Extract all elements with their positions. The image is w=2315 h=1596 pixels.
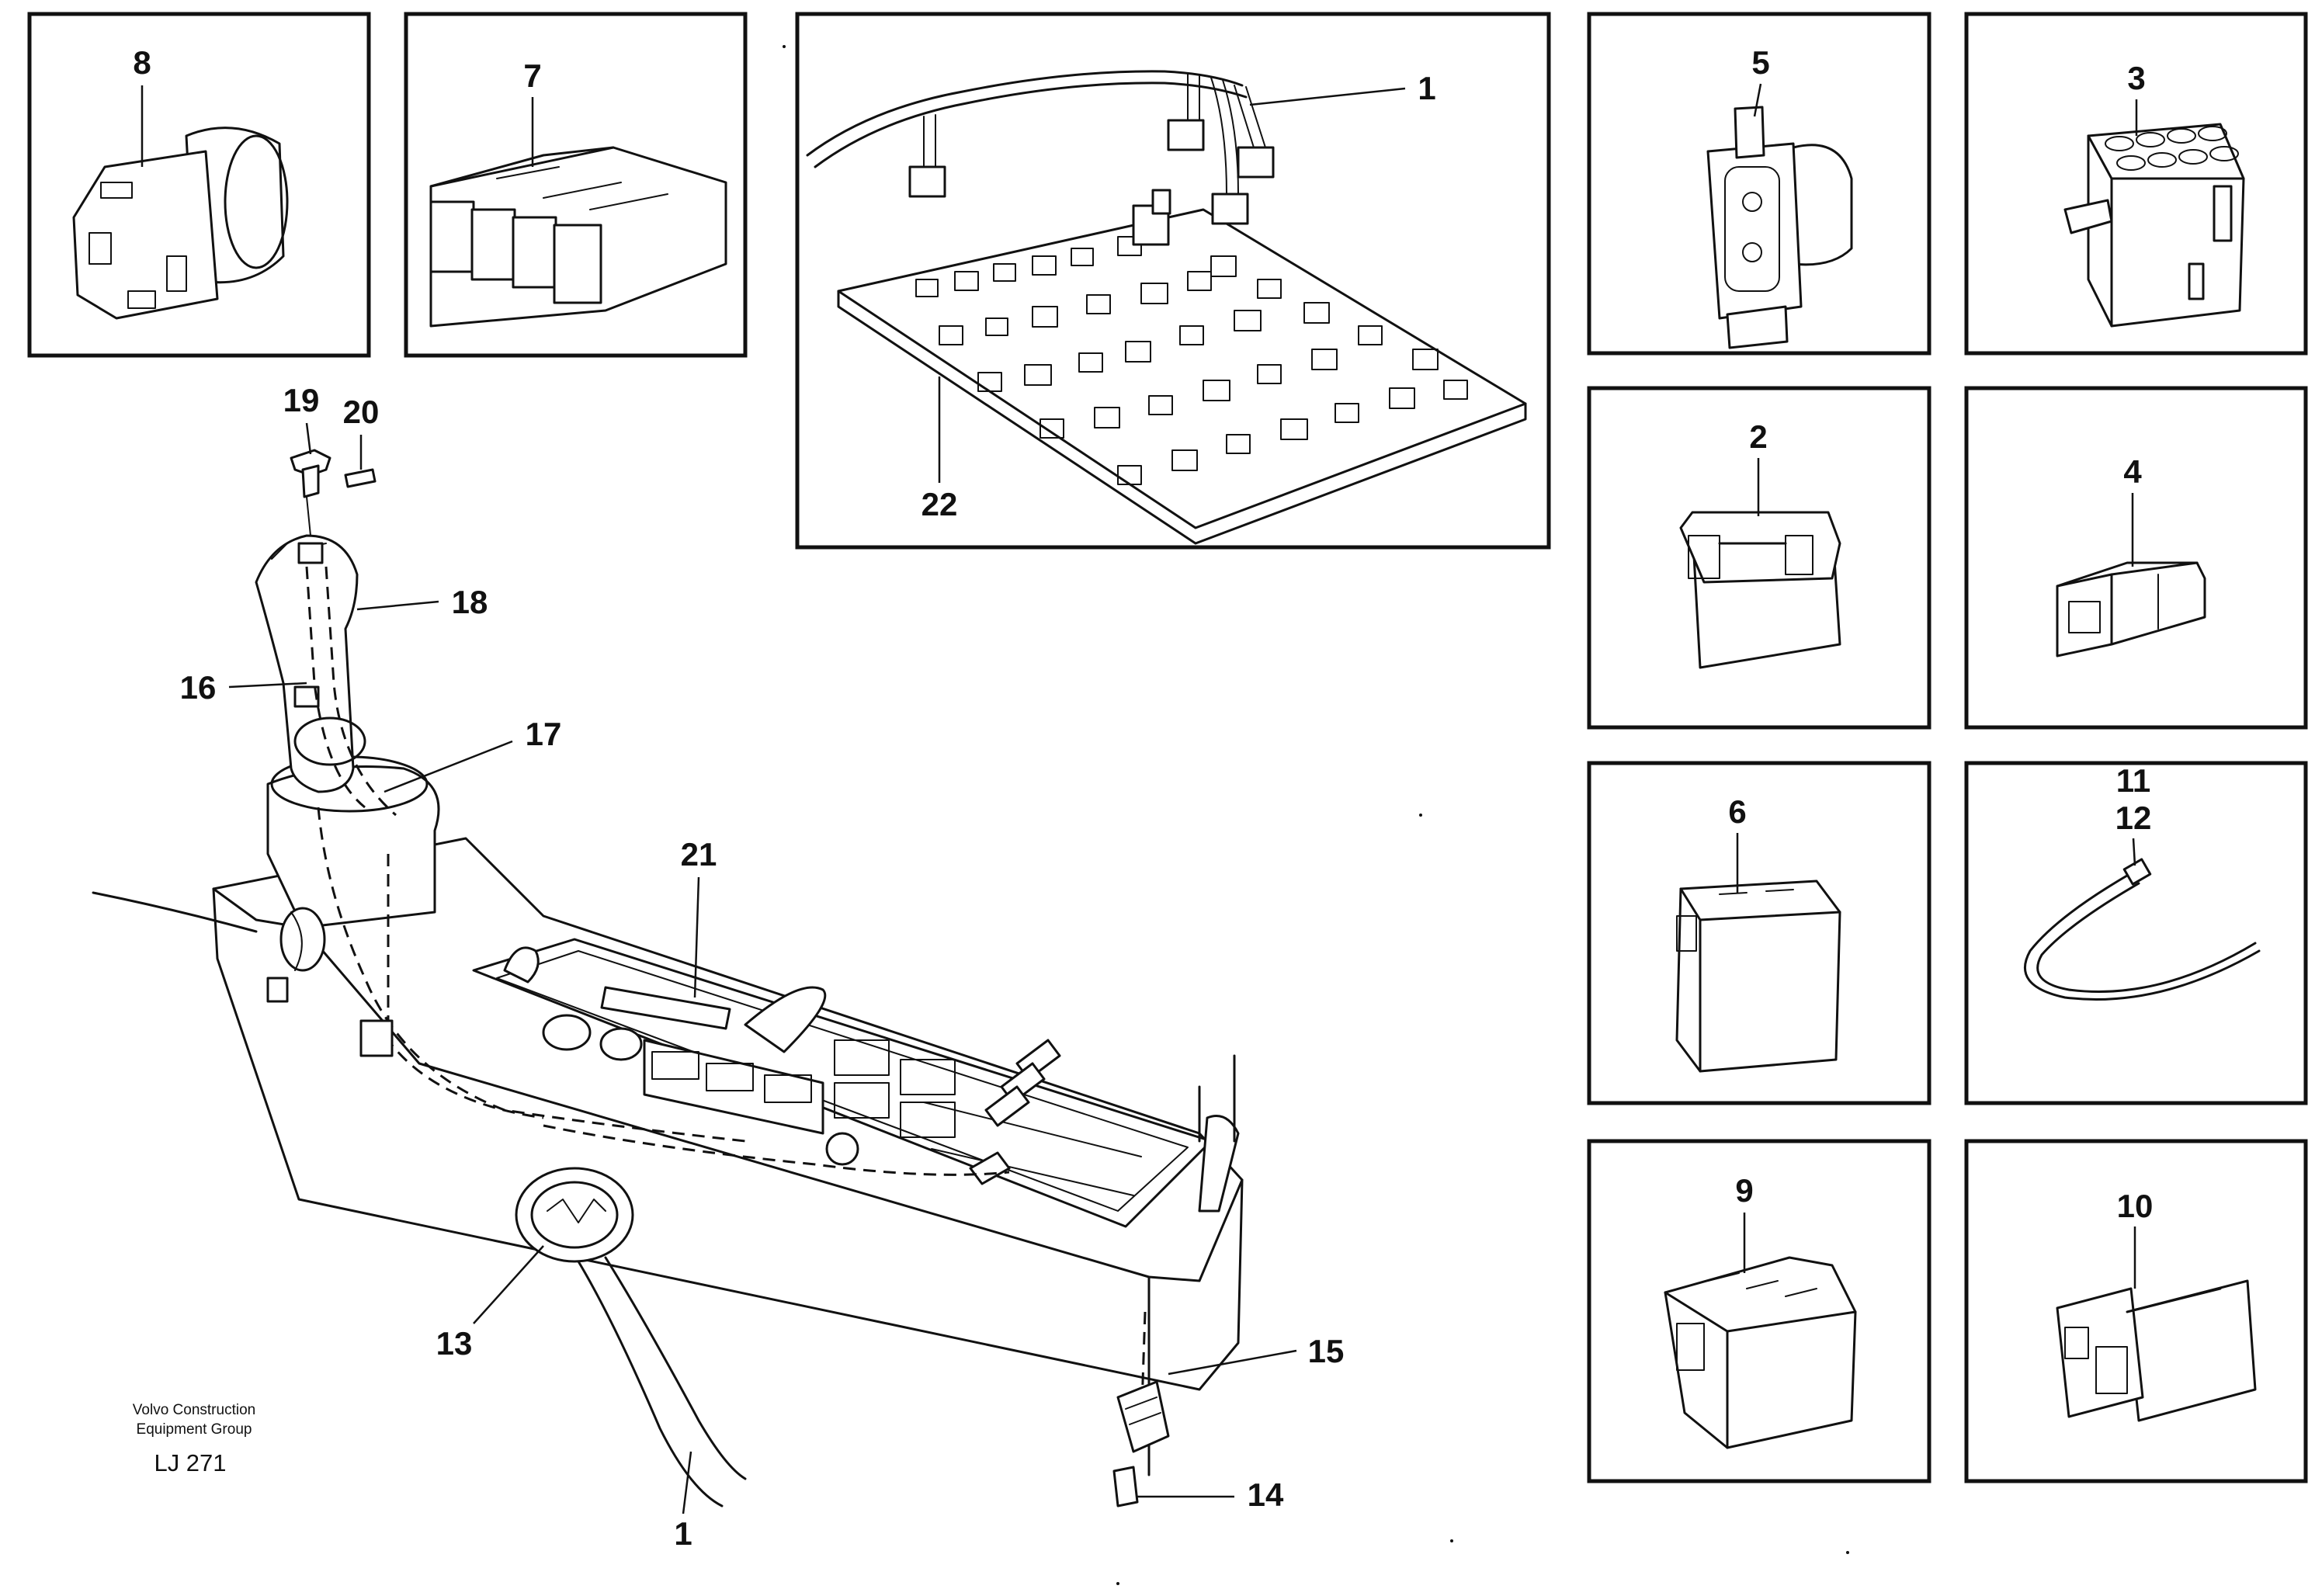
callout-6: 6 xyxy=(1728,793,1746,830)
leader-1-bottom xyxy=(682,1451,692,1514)
console-body xyxy=(212,837,1244,1391)
callout-3: 3 xyxy=(2127,60,2145,96)
leader-15 xyxy=(1168,1349,1297,1376)
leader-16 xyxy=(228,682,307,689)
callout-1-bottom: 1 xyxy=(674,1515,692,1552)
callout-16: 16 xyxy=(180,669,217,706)
callout-14: 14 xyxy=(1248,1476,1284,1513)
callout-11: 11 xyxy=(2116,762,2150,799)
control-lever-icon xyxy=(255,449,397,817)
callout-12: 12 xyxy=(2115,800,2152,836)
part-box-10: 10 xyxy=(1964,1139,2308,1483)
leader-1-top xyxy=(1249,87,1406,106)
leader-21 xyxy=(693,876,700,998)
control-panel-icon xyxy=(472,938,1240,1228)
part-box-11-12: 11 12 xyxy=(1964,761,2308,1105)
callout-15: 15 xyxy=(1308,1333,1345,1369)
callout-18: 18 xyxy=(452,584,488,620)
callout-22: 22 xyxy=(921,486,958,522)
control-console xyxy=(92,449,1244,1508)
leader-19 xyxy=(305,422,312,455)
callout-1-top: 1 xyxy=(1418,70,1435,106)
part-6-relay-icon xyxy=(1675,880,1841,1073)
credit-line-2: Equipment Group xyxy=(137,1421,252,1438)
callout-2: 2 xyxy=(1749,418,1767,455)
callout-9: 9 xyxy=(1735,1172,1753,1209)
callout-5: 5 xyxy=(1751,44,1769,81)
part-4-blade-connector-icon xyxy=(2056,561,2206,657)
drawing-code: LJ 271 xyxy=(154,1449,226,1476)
credit-line-1: Volvo Construction xyxy=(133,1402,255,1418)
part-box-22: 1 22 xyxy=(795,12,1551,550)
callout-7: 7 xyxy=(523,57,541,94)
callout-8: 8 xyxy=(133,44,151,81)
part-5-fuse-holder-icon xyxy=(1706,106,1853,349)
callout-4: 4 xyxy=(2123,453,2142,490)
circuit-board-icon xyxy=(806,70,1527,545)
callout-17: 17 xyxy=(526,716,562,752)
part-box-8: 8 xyxy=(27,12,371,358)
part-8-relay-socket-icon xyxy=(72,127,289,320)
cable-tie-icon xyxy=(2023,858,2261,1001)
callout-19: 19 xyxy=(283,382,320,418)
leader-5 xyxy=(1753,83,1762,117)
part-box-2: 2 xyxy=(1587,386,1931,730)
leader-13 xyxy=(473,1245,544,1324)
part-box-3: 3 xyxy=(1964,12,2308,356)
part-3-round-pin-connector-icon xyxy=(2063,123,2245,328)
leader-11-12 xyxy=(2132,838,2136,866)
scan-specks xyxy=(783,45,1849,1585)
part-box-4: 4 xyxy=(1964,386,2308,730)
callout-20: 20 xyxy=(343,394,380,430)
callout-10: 10 xyxy=(2117,1188,2154,1224)
part-box-5: 5 xyxy=(1587,12,1931,356)
leader-18 xyxy=(356,600,439,611)
callout-13: 13 xyxy=(436,1325,473,1362)
leader-17 xyxy=(384,740,513,793)
part-9-relay-icon xyxy=(1664,1256,1857,1449)
part-box-6: 6 xyxy=(1587,761,1931,1105)
part-box-7: 7 xyxy=(404,12,748,358)
part-box-9: 9 xyxy=(1587,1139,1931,1483)
part-7-multi-connector-icon xyxy=(429,146,727,328)
part-2-relay-icon xyxy=(1679,511,1841,669)
callout-21: 21 xyxy=(681,836,717,873)
part-10-plug-icon xyxy=(2056,1279,2257,1422)
